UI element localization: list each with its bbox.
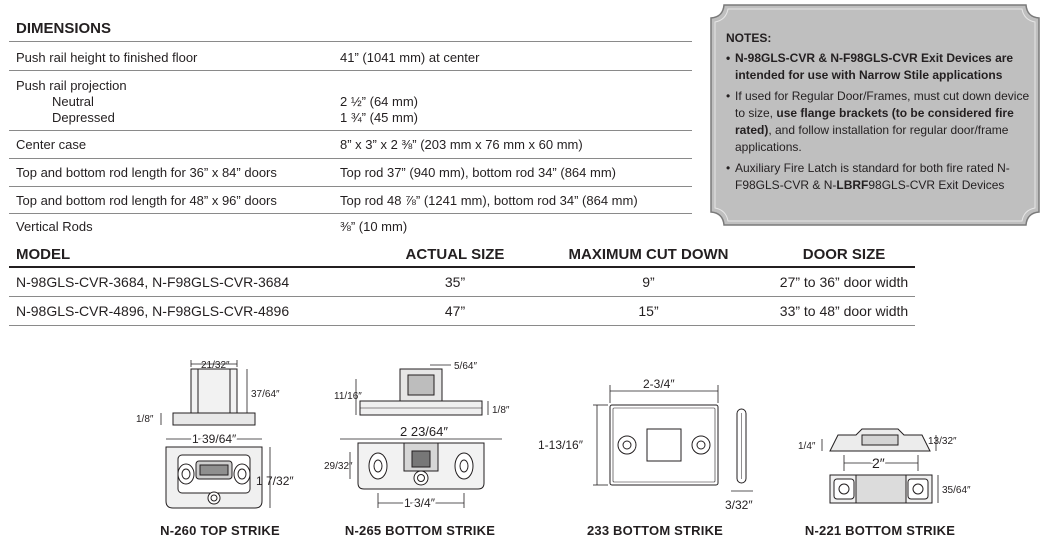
n260-dim-4: 1 39/64″	[192, 432, 237, 446]
n260-dim-1: 21/32″	[201, 360, 230, 371]
dimension-value: Top rod 37” (940 mm), bottom rod 34” (86…	[340, 165, 616, 180]
dimension-value: ⅜” (10 mm)	[340, 219, 408, 234]
table-row: N-98GLS-CVR-3684, N-F98GLS-CVR-3684 35” …	[9, 268, 915, 297]
s233-strike-illustration: 2-3/4″ 1-13/16″ 3/32″	[538, 375, 753, 512]
notes-title: NOTES:	[726, 31, 772, 45]
n260-drawing: 21/32″ 37/64″ 1/8″ 1 39/64″ 1 7/32″	[130, 355, 310, 515]
n260-dim-3: 1/8″	[136, 414, 154, 425]
cell-door-size: 33” to 48” door width	[779, 303, 909, 319]
dimension-value: 2 ½” (64 mm)	[340, 94, 419, 109]
cell-max-cut-down: 15”	[638, 303, 659, 319]
note-item: If used for Regular Door/Frames, must cu…	[726, 88, 1031, 156]
n265-dim-4: 2 23/64″	[400, 424, 448, 439]
n221-caption: N-221 BOTTOM STRIKE	[804, 523, 956, 538]
note-emphasis: LBRF	[836, 178, 869, 192]
n221-drawing: 1/4″ 13/32″ 2″ 35/64″	[790, 355, 975, 515]
s233-drawing: 2-3/4″ 1-13/16″ 3/32″	[535, 355, 775, 515]
dimension-label: Push rail height to finished floor	[16, 50, 198, 65]
dimension-sublabel: Neutral	[52, 94, 94, 109]
header-model: MODEL	[16, 246, 71, 263]
note-text: If used for Regular Door/Frames, must cu…	[735, 89, 1030, 120]
cell-model: N-98GLS-CVR-4896, N-F98GLS-CVR-4896	[16, 303, 290, 319]
n265-dim-2: 11/16″	[334, 391, 362, 402]
note-text: 98GLS-CVR Exit Devices	[868, 178, 1005, 192]
table-row: N-98GLS-CVR-4896, N-F98GLS-CVR-4896 47” …	[9, 297, 915, 326]
model-table-header: MODEL ACTUAL SIZE MAXIMUM CUT DOWN DOOR …	[9, 241, 915, 268]
n221-dim-3: 2″	[872, 455, 885, 471]
dimension-label: Top and bottom rod length for 48” x 96” …	[16, 193, 277, 208]
s233-dim-3: 3/32″	[725, 498, 753, 512]
header-max-cut-down: MAXIMUM CUT DOWN	[568, 246, 729, 263]
note-item: N-98GLS-CVR & N-F98GLS-CVR Exit Devices …	[726, 50, 1031, 84]
n265-caption: N-265 BOTTOM STRIKE	[344, 523, 496, 538]
cell-max-cut-down: 9”	[642, 274, 655, 290]
n221-strike-illustration: 1/4″ 13/32″ 2″ 35/64″	[798, 428, 971, 504]
n221-dim-4: 35/64″	[942, 485, 971, 496]
note-text: Auxiliary Fire Latch is standard for bot…	[735, 161, 1010, 192]
notes-box: NOTES: N-98GLS-CVR & N-F98GLS-CVR Exit D…	[710, 4, 1040, 226]
cell-door-size: 27” to 36” door width	[779, 274, 909, 290]
n221-dim-1: 1/4″	[798, 441, 816, 452]
note-text: , and follow installation for regular do…	[735, 123, 1009, 154]
dimension-row: Top and bottom rod length for 36” x 84” …	[9, 158, 692, 186]
dimension-value: 1 ¾” (45 mm)	[340, 110, 419, 125]
n265-dim-6: 1 3/4″	[404, 496, 436, 510]
n260-dim-5: 1 7/32″	[256, 474, 294, 488]
header-door-size: DOOR SIZE	[802, 246, 886, 263]
cell-actual-size: 35”	[444, 274, 466, 290]
dimension-value: Top rod 48 ⅞” (1241 mm), bottom rod 34” …	[340, 193, 638, 208]
dimension-row: Top and bottom rod length for 48” x 96” …	[9, 186, 692, 213]
dimension-label: Top and bottom rod length for 36” x 84” …	[16, 165, 277, 180]
dimension-label: Vertical Rods	[16, 219, 93, 234]
s233-caption: 233 BOTTOM STRIKE	[586, 523, 724, 538]
n265-dim-1: 5/64″	[454, 361, 477, 372]
dimension-row: Push rail height to finished floor 41” (…	[9, 41, 692, 70]
dimensions-title: DIMENSIONS	[16, 20, 112, 37]
dimension-value: 8” x 3” x 2 ⅜” (203 mm x 76 mm x 60 mm)	[340, 137, 583, 152]
cell-actual-size: 47”	[444, 303, 466, 319]
dimension-label: Push rail projection	[16, 78, 127, 93]
s233-dim-2: 1-13/16″	[538, 438, 584, 452]
notes-content: NOTES: N-98GLS-CVR & N-F98GLS-CVR Exit D…	[726, 30, 1031, 198]
dimension-row: Center case 8” x 3” x 2 ⅜” (203 mm x 76 …	[9, 130, 692, 158]
model-table: MODEL ACTUAL SIZE MAXIMUM CUT DOWN DOOR …	[9, 241, 915, 326]
cell-model: N-98GLS-CVR-3684, N-F98GLS-CVR-3684	[16, 274, 290, 290]
n260-caption: N-260 TOP STRIKE	[160, 523, 280, 538]
n265-drawing: 5/64″ 11/16″ 1/8″ 2 23/64″ 29/32″ 1 3/4″	[320, 355, 520, 515]
dimensions-table: Push rail height to finished floor 41” (…	[9, 41, 692, 239]
n260-strike-illustration: 21/32″ 37/64″ 1/8″ 1 39/64″ 1 7/32″	[136, 360, 294, 509]
n265-dim-5: 29/32″	[324, 461, 353, 472]
n260-dim-2: 37/64″	[251, 389, 280, 400]
n265-dim-3: 1/8″	[492, 405, 510, 416]
note-item: Auxiliary Fire Latch is standard for bot…	[726, 160, 1031, 194]
dimension-sublabel: Depressed	[52, 110, 115, 125]
dimension-value: 41” (1041 mm) at center	[340, 50, 480, 65]
header-actual-size: ACTUAL SIZE	[405, 246, 505, 263]
dimension-label: Center case	[16, 137, 87, 152]
dimension-row: Vertical Rods ⅜” (10 mm)	[9, 213, 692, 239]
n265-strike-illustration: 5/64″ 11/16″ 1/8″ 2 23/64″ 29/32″ 1 3/4″	[324, 361, 510, 512]
s233-dim-1: 2-3/4″	[643, 377, 675, 391]
n221-dim-2: 13/32″	[928, 436, 957, 447]
dimension-row: Push rail projection Neutral Depressed 2…	[9, 70, 692, 130]
note-emphasis: use flange brackets (to be considered fi…	[735, 106, 1014, 137]
